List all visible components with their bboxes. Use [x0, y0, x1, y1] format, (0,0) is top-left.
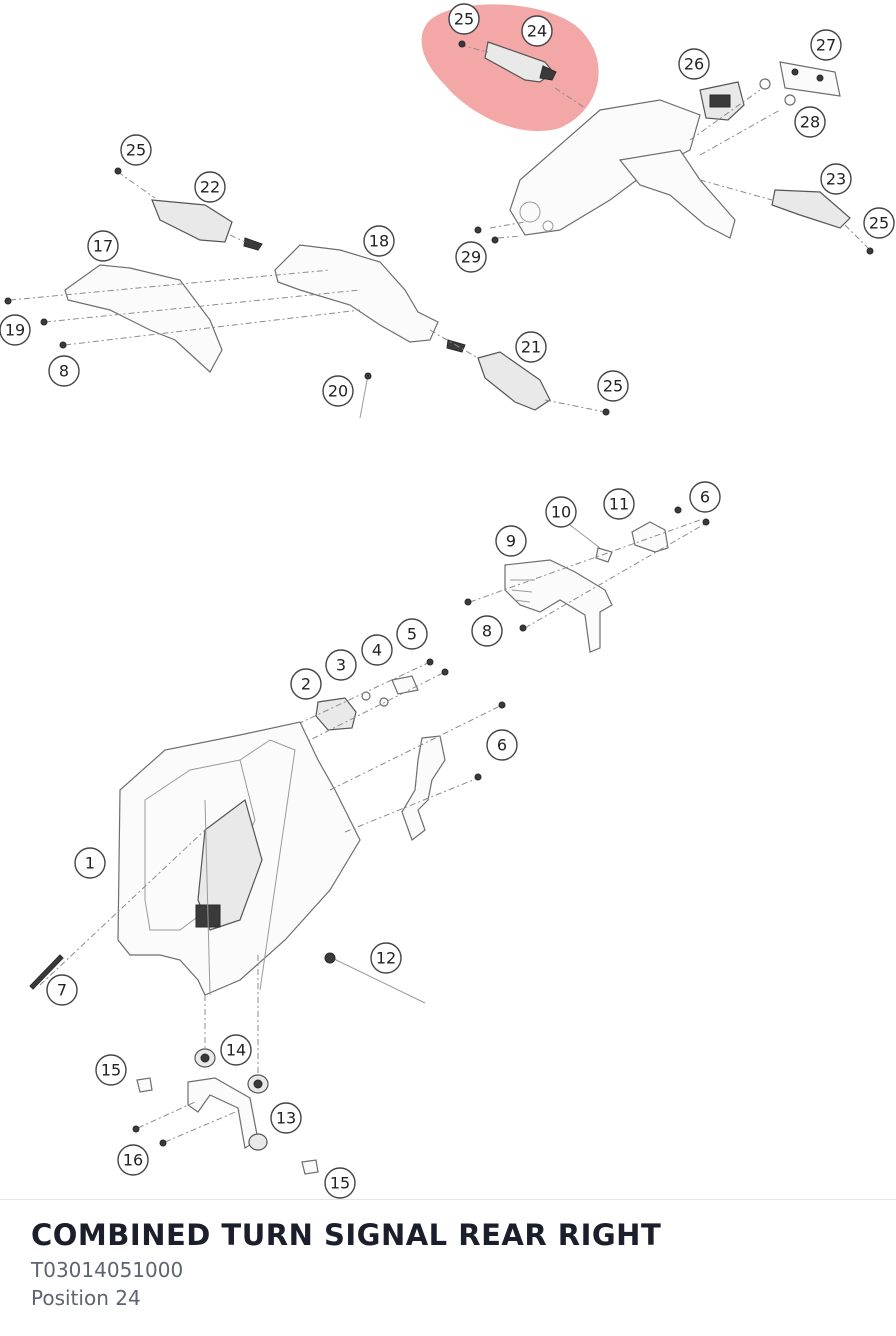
svg-text:14: 14	[226, 1041, 246, 1060]
callout-26: 26	[678, 48, 710, 80]
svg-text:16: 16	[123, 1151, 143, 1170]
callout-23: 23	[820, 163, 852, 195]
svg-text:11: 11	[609, 495, 629, 514]
callout-3: 3	[325, 649, 357, 681]
callout-2: 2	[290, 668, 322, 700]
callout-21: 21	[515, 331, 547, 363]
callout-6: 6	[689, 481, 721, 513]
callout-25: 25	[597, 370, 629, 402]
callout-6: 6	[486, 729, 518, 761]
svg-text:22: 22	[200, 178, 220, 197]
svg-text:21: 21	[521, 338, 541, 357]
callout-12: 12	[370, 942, 402, 974]
bracket-18	[274, 244, 439, 343]
license-light-26	[699, 81, 745, 121]
svg-text:18: 18	[369, 232, 389, 251]
callout-25: 25	[120, 134, 152, 166]
part-11	[631, 521, 669, 553]
bracket-9	[504, 559, 613, 653]
part-info-panel: COMBINED TURN SIGNAL REAR RIGHT T0301405…	[0, 1199, 896, 1336]
svg-text:3: 3	[336, 656, 346, 675]
svg-text:12: 12	[376, 949, 396, 968]
grommet-13-upper	[247, 1074, 269, 1094]
svg-text:25: 25	[603, 377, 623, 396]
svg-text:8: 8	[482, 622, 492, 641]
svg-text:17: 17	[93, 237, 113, 256]
callout-20: 20	[322, 375, 354, 407]
svg-text:25: 25	[126, 141, 146, 160]
svg-text:23: 23	[826, 170, 846, 189]
grommet-14	[194, 1048, 216, 1068]
svg-text:1: 1	[85, 854, 95, 873]
bracket-17	[64, 264, 223, 373]
svg-text:28: 28	[800, 113, 820, 132]
svg-text:20: 20	[328, 382, 348, 401]
callout-7: 7	[46, 974, 78, 1006]
turn-signal-23	[771, 189, 851, 229]
svg-text:15: 15	[330, 1174, 350, 1193]
svg-text:6: 6	[700, 488, 710, 507]
headlight-housing-1	[117, 721, 361, 996]
svg-text:24: 24	[527, 22, 547, 41]
diagram-canvas: 25 24 27 26 28 25 22 23 25 17 18 29 19 2…	[0, 3, 895, 1199]
svg-text:6: 6	[497, 736, 507, 755]
callout-13: 13	[270, 1102, 302, 1134]
svg-text:9: 9	[506, 532, 516, 551]
part-title: COMBINED TURN SIGNAL REAR RIGHT	[31, 1218, 662, 1252]
svg-text:13: 13	[276, 1109, 296, 1128]
callout-28: 28	[794, 106, 826, 138]
callout-18: 18	[363, 225, 395, 257]
svg-text:29: 29	[461, 248, 481, 267]
callout-27: 27	[810, 29, 842, 61]
callout-15: 15	[324, 1167, 356, 1199]
turn-signal-24	[484, 41, 557, 83]
callout-25: 25	[863, 207, 895, 239]
turn-signal-22	[151, 199, 263, 251]
callout-22: 22	[194, 171, 226, 203]
svg-text:15: 15	[101, 1061, 121, 1080]
callout-14: 14	[220, 1034, 252, 1066]
plate-27	[779, 61, 841, 97]
callout-29: 29	[455, 241, 487, 273]
callout-17: 17	[87, 230, 119, 262]
callout-15: 15	[95, 1054, 127, 1086]
callout-11: 11	[603, 488, 635, 520]
part-position: Position 24	[31, 1286, 141, 1310]
bracket-6	[401, 735, 446, 841]
callout-25: 25	[448, 3, 480, 35]
turn-signal-21	[446, 339, 551, 411]
exploded-parts-diagram: 25 24 27 26 28 25 22 23 25 17 18 29 19 2…	[0, 3, 895, 1199]
part-number: T03014051000	[31, 1258, 184, 1282]
callout-1: 1	[74, 847, 106, 879]
svg-text:8: 8	[59, 362, 69, 381]
rear-frame-upper	[509, 99, 736, 239]
svg-text:10: 10	[551, 503, 571, 522]
svg-text:25: 25	[869, 214, 889, 233]
callout-8: 8	[48, 355, 80, 387]
callout-9: 9	[495, 525, 527, 557]
svg-text:26: 26	[684, 55, 704, 74]
svg-text:27: 27	[816, 36, 836, 55]
callout-5: 5	[396, 618, 428, 650]
callout-8: 8	[471, 615, 503, 647]
callout-10: 10	[545, 496, 577, 528]
bracket-13	[187, 1077, 268, 1151]
callout-16: 16	[117, 1144, 149, 1176]
callout-4: 4	[361, 634, 393, 666]
callout-24: 24	[521, 15, 553, 47]
svg-text:7: 7	[57, 981, 67, 1000]
svg-text:19: 19	[5, 321, 25, 340]
svg-text:2: 2	[301, 675, 311, 694]
callout-19: 19	[0, 314, 31, 346]
svg-text:5: 5	[407, 625, 417, 644]
svg-text:4: 4	[372, 641, 382, 660]
connector-2	[315, 697, 357, 731]
svg-text:25: 25	[454, 10, 474, 29]
